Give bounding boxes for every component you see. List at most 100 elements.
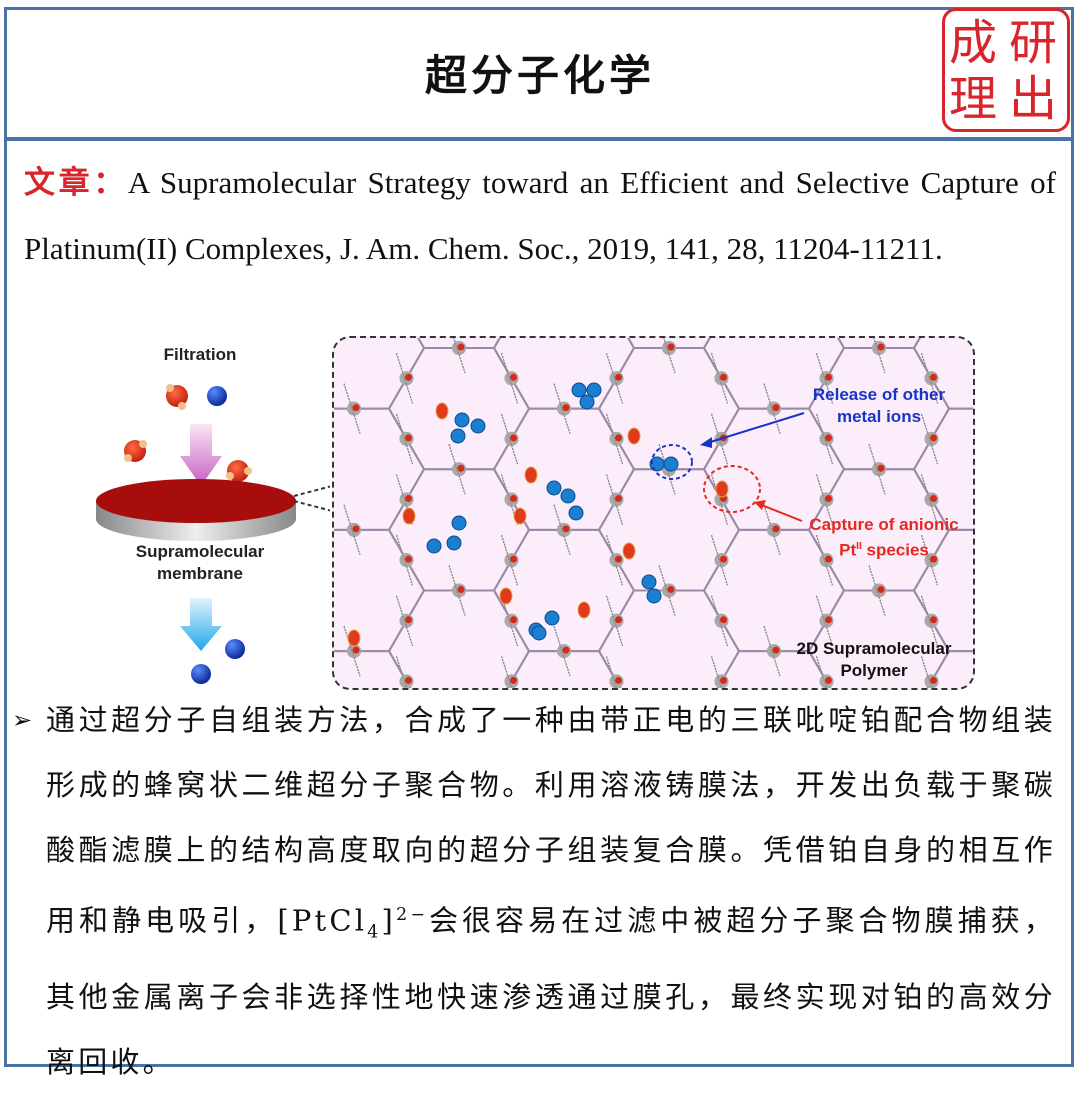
alkyl-chain	[974, 626, 975, 676]
pt-center	[720, 676, 727, 684]
pt-center	[510, 373, 517, 381]
metal-ion	[426, 538, 442, 554]
metal-ion	[646, 588, 662, 604]
pt-center	[877, 464, 885, 472]
pt-center	[457, 585, 465, 593]
slide-frame	[4, 7, 1074, 1067]
alkyl-chain	[343, 625, 361, 677]
alkyl-chain	[605, 474, 624, 525]
alkyl-chain	[553, 504, 571, 556]
citation-text: A Supramolecular Strategy toward an Effi…	[24, 165, 1056, 266]
pt-center	[457, 343, 465, 351]
filtration-graphic	[96, 384, 330, 684]
alkyl-chain	[710, 413, 729, 465]
pt-center	[510, 616, 517, 624]
pt-center	[930, 616, 937, 624]
alkyl-chain	[920, 353, 939, 404]
alkyl-chain	[395, 413, 414, 465]
alkyl-chain	[763, 383, 781, 434]
pt-center	[930, 676, 937, 684]
alkyl-chain	[763, 625, 781, 677]
alkyl-chain	[605, 595, 624, 646]
metal-ion	[450, 428, 466, 444]
pt-center	[772, 404, 780, 412]
arrow-bullet-icon: ➢	[12, 706, 33, 734]
capture-highlight	[703, 465, 761, 513]
alkyl-chain	[343, 504, 361, 556]
pt-center	[615, 555, 622, 563]
metal-ion-icon	[191, 664, 211, 684]
release-highlight	[651, 444, 693, 480]
capture-arrow-icon	[758, 503, 803, 522]
alkyl-chain	[868, 565, 886, 616]
pt-species	[622, 542, 636, 560]
filtration-label: Filtration	[163, 345, 237, 364]
seal-char: 理	[949, 71, 998, 127]
alkyl-chain	[500, 595, 519, 646]
alkyl-chain	[974, 505, 975, 555]
pt-center	[825, 373, 832, 381]
release-arrow-icon	[703, 412, 805, 445]
metal-ion	[568, 505, 584, 521]
pt-center	[667, 585, 675, 593]
pt-species	[347, 629, 361, 647]
pt-center	[720, 616, 727, 624]
pt-species	[627, 427, 641, 445]
pt-center	[352, 646, 360, 654]
alkyl-chain	[920, 534, 939, 586]
pt-center	[825, 495, 832, 503]
seal-char: 出	[1009, 71, 1058, 127]
alkyl-chain	[605, 534, 624, 586]
page-title: 超分子化学	[424, 51, 655, 100]
header-bar	[4, 7, 1074, 141]
metal-ion-icon	[207, 386, 227, 406]
metal-ion	[454, 412, 470, 428]
alkyl-chain	[710, 353, 729, 404]
metal-ion-icon	[225, 639, 245, 659]
pt-center	[615, 434, 622, 442]
seal-logo: 成 研 理 出	[942, 8, 1070, 132]
metal-ion	[579, 394, 595, 410]
pt-center	[405, 616, 412, 624]
pt-center	[772, 525, 780, 533]
pt-center	[510, 676, 517, 684]
alkyl-chain	[500, 534, 519, 586]
alkyl-chain	[974, 505, 975, 555]
summary-text: 通过超分子自组装方法，合成了一种由带正电的三联吡啶铂配合物组装形成的蜂窝状二维超…	[46, 703, 1056, 1080]
pt-species	[435, 402, 449, 420]
pt-species	[513, 507, 527, 525]
alkyl-chain	[658, 565, 676, 616]
metal-ion	[531, 625, 547, 641]
pt-center	[352, 525, 360, 533]
pt-species	[715, 480, 729, 498]
metal-ion	[470, 418, 486, 434]
pt-center	[615, 616, 622, 624]
pt-center	[352, 404, 360, 412]
alkyl-chain	[553, 383, 571, 434]
alkyl-chain	[605, 413, 624, 465]
citation: 文章：A Supramolecular Strategy toward an E…	[24, 150, 1056, 281]
seal-char: 成	[949, 15, 998, 71]
alkyl-chain	[974, 384, 975, 434]
pt-center	[930, 555, 937, 563]
alkyl-chain	[815, 474, 834, 525]
pt-center	[772, 646, 780, 654]
alkyl-chain	[815, 534, 834, 586]
pt-center	[457, 464, 465, 472]
down-arrow-icon	[180, 598, 222, 651]
citation-label: 文章：	[24, 165, 128, 201]
alkyl-chain	[974, 384, 975, 434]
metal-ion	[571, 382, 587, 398]
pt-center	[877, 585, 885, 593]
alkyl-chain	[395, 534, 414, 586]
metal-ion	[446, 535, 462, 551]
metal-ion	[544, 610, 560, 626]
pt-center	[615, 373, 622, 381]
metal-ion	[546, 480, 562, 496]
pt-species-icon	[226, 460, 252, 482]
alkyl-chain	[920, 474, 939, 525]
